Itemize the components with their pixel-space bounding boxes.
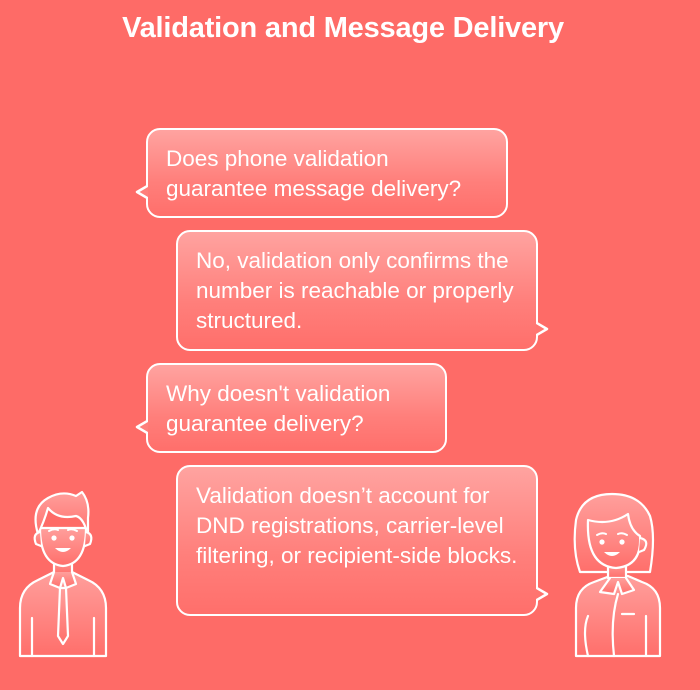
bubble-tail-icon — [536, 584, 549, 604]
bubble-text: No, validation only confirms the number … — [196, 248, 514, 333]
bubble-tail-icon — [536, 319, 549, 339]
bubble-text: Why doesn't validation guarantee deliver… — [166, 381, 391, 436]
man-avatar-icon — [18, 490, 108, 658]
answer-bubble-1: No, validation only confirms the number … — [176, 230, 549, 351]
question-bubble-1: Does phone validation guarantee message … — [135, 128, 508, 218]
bubble-text: Does phone validation guarantee message … — [166, 146, 462, 201]
answer-bubble-2: Validation doesn’t account for DND regis… — [176, 465, 549, 616]
woman-avatar-icon — [573, 492, 662, 658]
question-bubble-2: Why doesn't validation guarantee deliver… — [135, 363, 447, 453]
bubble-text: Validation doesn’t account for DND regis… — [196, 483, 518, 568]
bubble-tail-icon — [135, 182, 148, 202]
page-title: Validation and Message Delivery — [122, 12, 564, 44]
bubble-tail-icon — [135, 417, 148, 437]
